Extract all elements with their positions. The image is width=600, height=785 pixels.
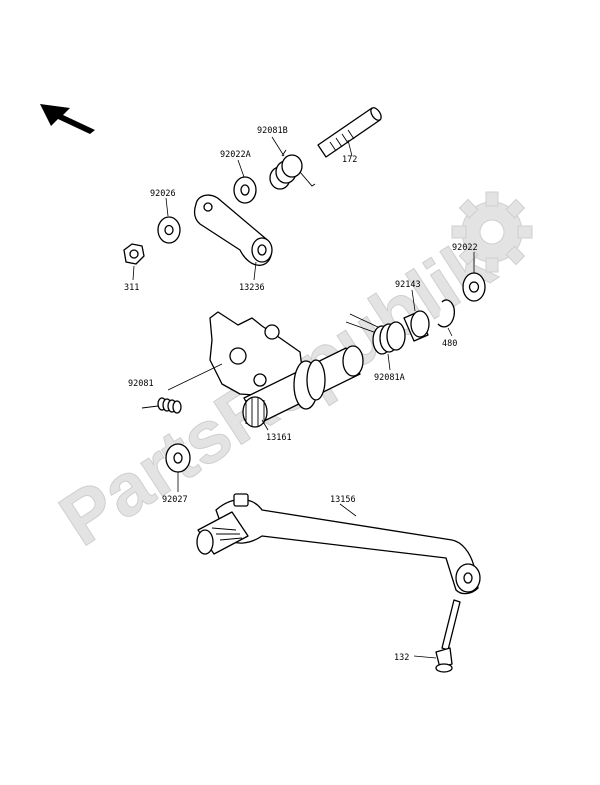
label-92081: 92081 <box>128 379 154 389</box>
washer-92022 <box>462 272 486 302</box>
circlip-480 <box>437 299 455 328</box>
label-311: 311 <box>124 283 139 293</box>
spring-92081A <box>345 313 406 355</box>
part-labels: 92081B 92022A 172 92026 311 13236 92022 … <box>124 126 478 663</box>
label-92026: 92026 <box>150 189 176 199</box>
label-92027: 92027 <box>162 495 188 505</box>
gear-icon <box>451 191 533 273</box>
spring-92081B <box>269 149 316 190</box>
shaft-172 <box>317 107 382 158</box>
spring-92081 <box>141 397 182 414</box>
leader-lines <box>132 136 475 659</box>
label-13236: 13236 <box>239 283 265 293</box>
nut-311 <box>123 243 145 265</box>
label-132: 132 <box>394 653 409 663</box>
label-92081B: 92081B <box>257 126 288 136</box>
washer-92022A <box>233 176 257 204</box>
label-92081A: 92081A <box>374 373 405 383</box>
label-13156: 13156 <box>330 495 356 505</box>
label-92022: 92022 <box>452 243 478 253</box>
pedal-13156 <box>196 493 481 595</box>
label-92143: 92143 <box>395 280 421 290</box>
lever-13236 <box>193 194 273 266</box>
shift-shaft-13161 <box>209 311 364 428</box>
direction-arrow-icon <box>40 104 95 134</box>
collar-92143 <box>403 310 430 342</box>
bolt-132 <box>435 599 461 673</box>
label-92022A: 92022A <box>220 150 251 160</box>
label-480: 480 <box>442 339 457 349</box>
label-13161: 13161 <box>266 433 292 443</box>
label-172: 172 <box>342 155 357 165</box>
washer-92027 <box>165 443 191 473</box>
washer-92026 <box>157 216 181 244</box>
